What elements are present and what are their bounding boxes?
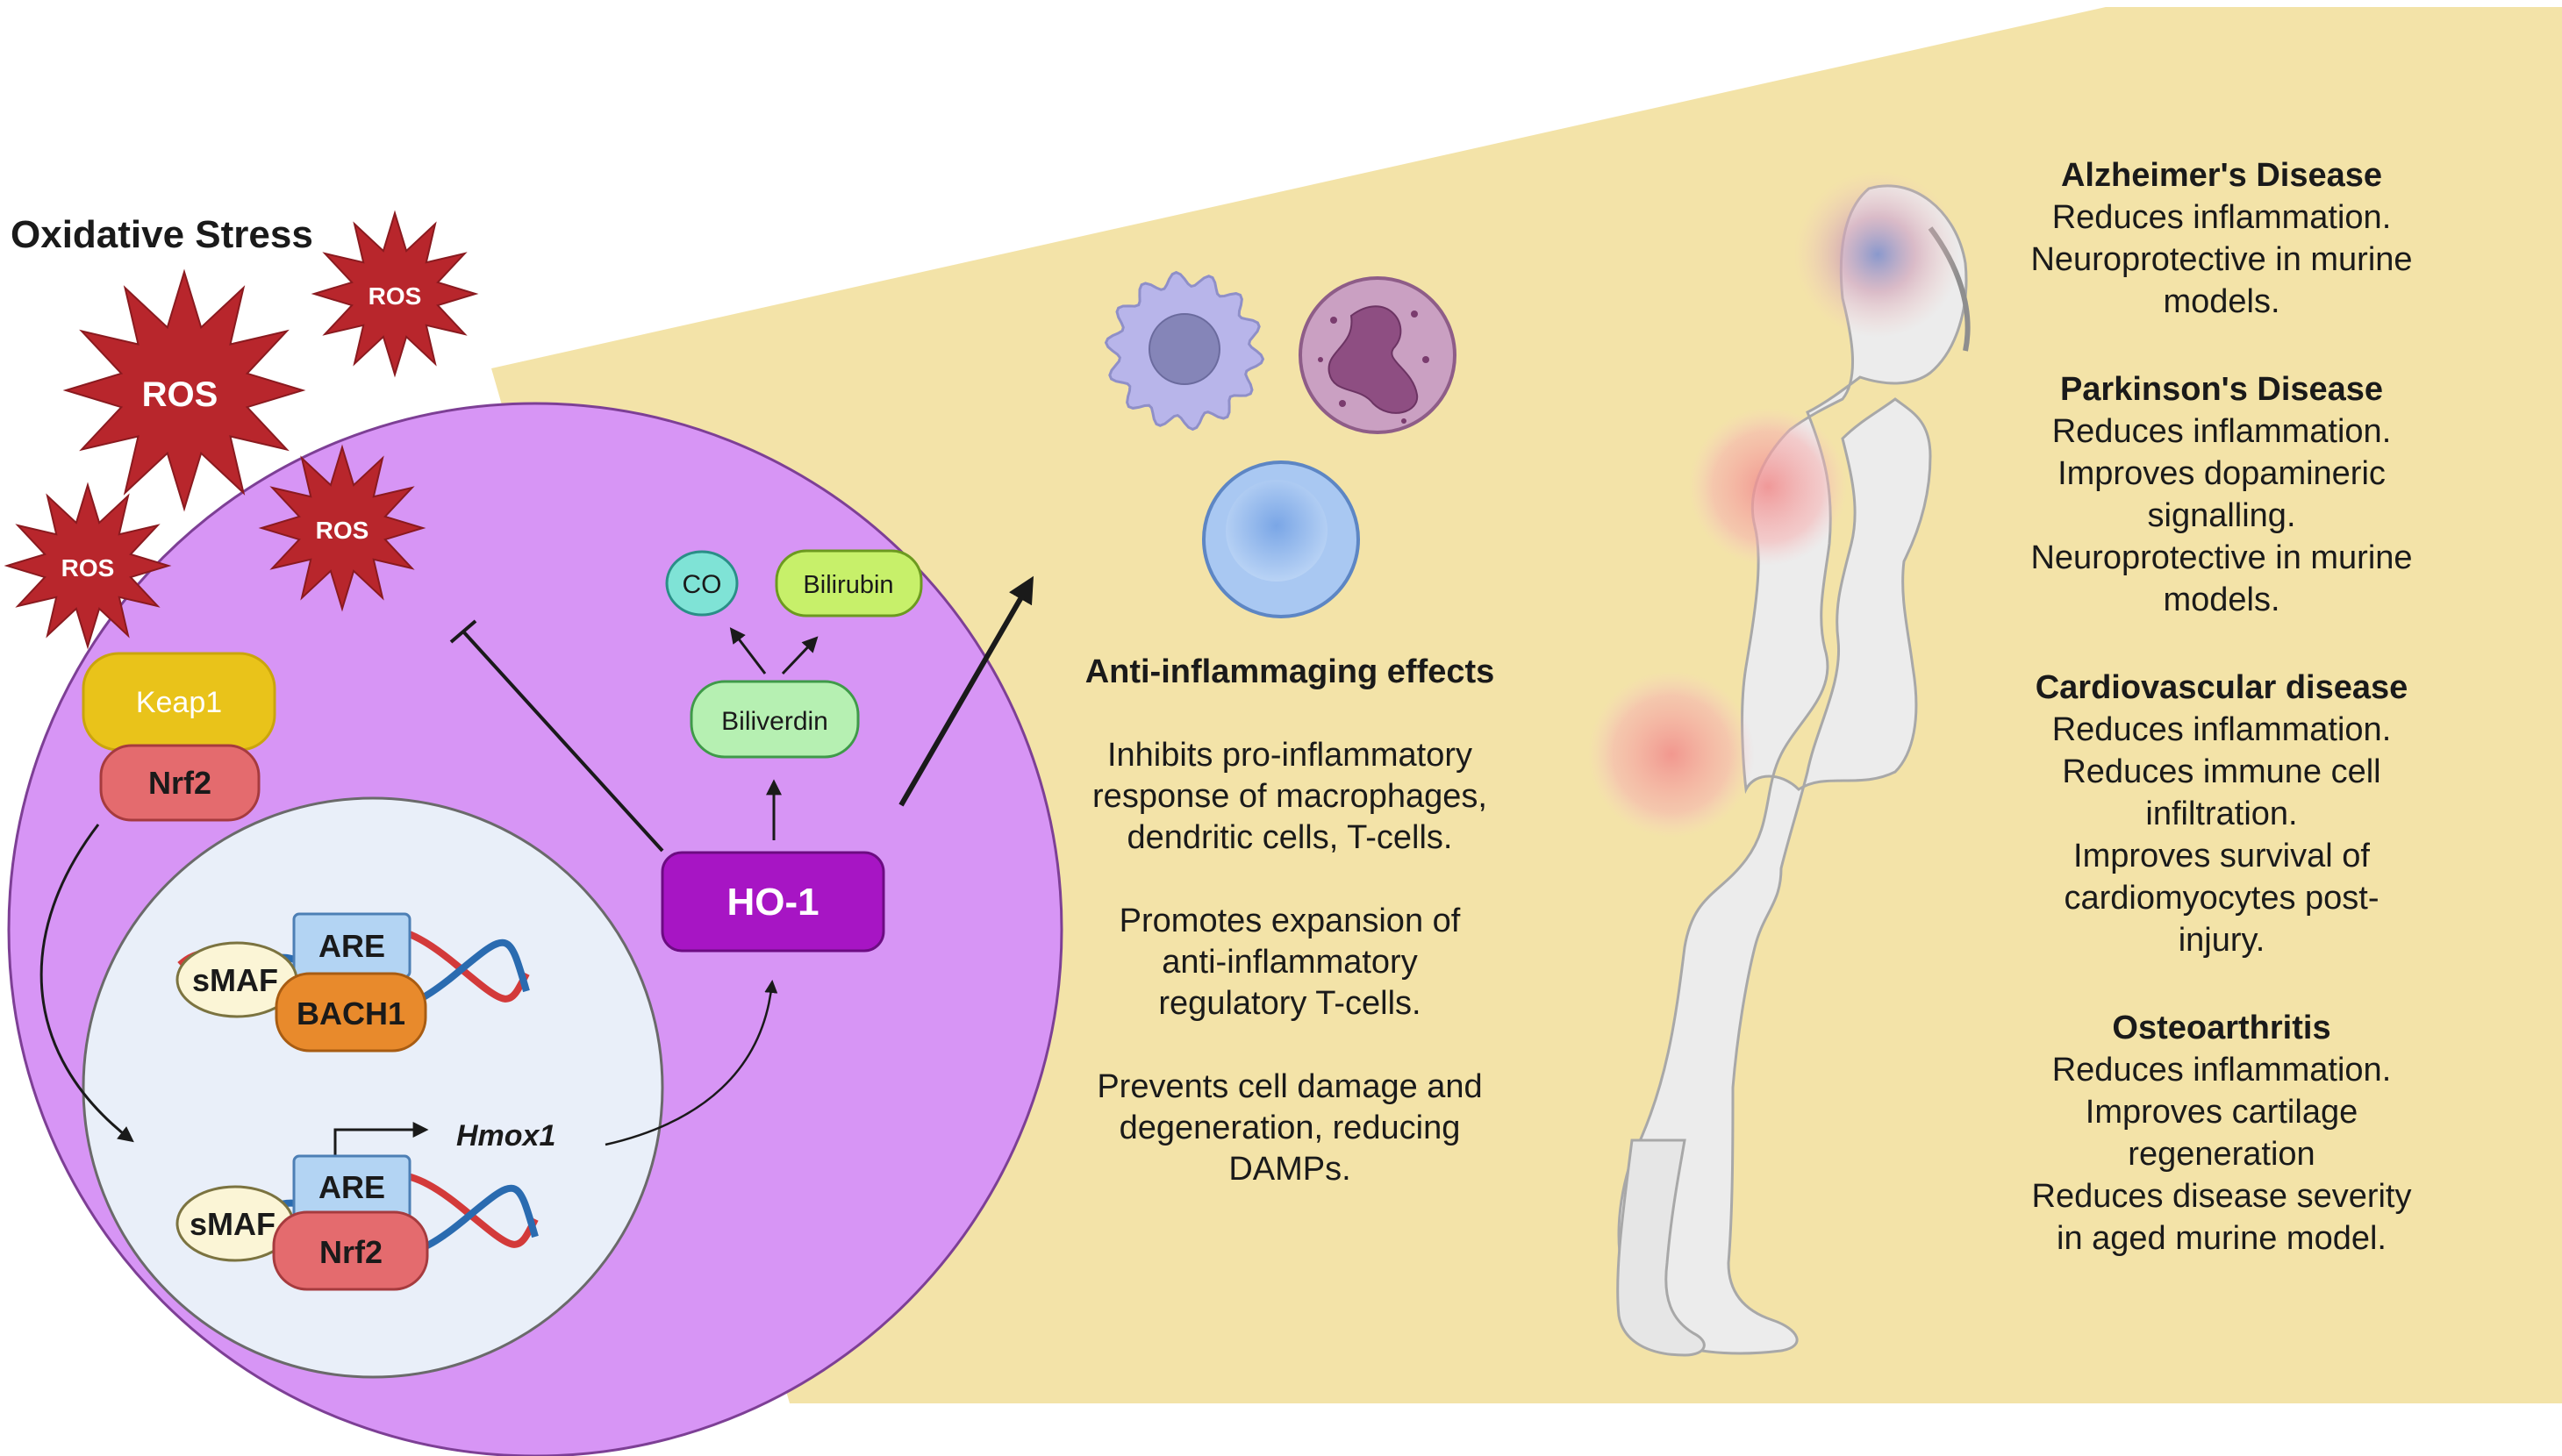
effects-paragraph-1: Inhibits pro-inflammatory response of ma… — [1092, 737, 1487, 856]
disease-parkinsons: Parkinson's Disease Reduces inflammation… — [2030, 371, 2412, 618]
hmox1-to-ho1-arrow — [605, 980, 778, 1146]
neutrophil-icon — [1299, 276, 1456, 434]
disease-line: models. — [2163, 283, 2279, 320]
disease-line: Improves survival of — [2073, 838, 2370, 874]
disease-line: Reduces inflammation. — [2052, 1052, 2392, 1088]
disease-line: Neuroprotective in murine — [2030, 539, 2412, 576]
disease-alzheimers: Alzheimer's Disease Reduces inflammation… — [2030, 157, 2412, 320]
nrf2-box — [99, 744, 261, 822]
disease-line: Reduces inflammation. — [2052, 199, 2392, 236]
smaf-label-bottom: sMAF — [190, 1206, 276, 1242]
ros-star-top-right: ROS — [311, 210, 479, 378]
biliverdin-label: Biliverdin — [721, 707, 828, 736]
effects-line: Inhibits pro-inflammatory — [1107, 737, 1472, 774]
ros-label: ROS — [142, 375, 218, 414]
effects-line: degeneration, reducing — [1120, 1110, 1461, 1146]
are-label-bottom: ARE — [318, 1169, 385, 1205]
ros-star-left: ROS — [4, 482, 172, 650]
co-bubble — [665, 550, 739, 617]
ros-label: ROS — [61, 554, 115, 582]
effects-line: DAMPs. — [1228, 1151, 1350, 1188]
disease-name: Parkinson's Disease — [2060, 371, 2383, 408]
are-label-top: ARE — [318, 928, 385, 964]
ros-star-middle: ROS — [258, 444, 426, 612]
ho1-effects-arrow — [898, 575, 1034, 807]
ros-label: ROS — [369, 282, 422, 310]
effects-line: response of macrophages, — [1092, 778, 1487, 815]
disease-name: Cardiovascular disease — [2036, 669, 2408, 706]
disease-line: cardiomyocytes post- — [2064, 880, 2379, 917]
biliverdin-box — [690, 680, 860, 759]
disease-line: models. — [2163, 582, 2279, 618]
nrf2-nuclear-box — [272, 1210, 429, 1291]
disease-line: in aged murine model. — [2057, 1220, 2387, 1257]
bilirubin-box — [775, 549, 923, 617]
effects-line: Promotes expansion of — [1120, 903, 1461, 939]
disease-osteoarthritis: Osteoarthritis Reduces inflammation. Imp… — [2032, 1010, 2412, 1257]
nrf2-translocation-arrow — [39, 824, 134, 1143]
disease-line: Neuroprotective in murine — [2030, 241, 2412, 278]
co-label: CO — [683, 570, 722, 599]
effects-paragraph-3: Prevents cell damage and degeneration, r… — [1097, 1068, 1482, 1188]
nrf2-label: Nrf2 — [148, 765, 211, 801]
disease-name: Osteoarthritis — [2112, 1010, 2330, 1046]
nrf2-nuclear-label: Nrf2 — [319, 1234, 383, 1270]
ho1-inhibits-ros-line — [462, 630, 664, 853]
inhibition-bar — [449, 619, 477, 644]
keap1-label: Keap1 — [136, 686, 222, 719]
effects-line: anti-inflammatory — [1162, 944, 1417, 981]
hmox1-gene-label: Hmox1 — [456, 1119, 555, 1153]
transcription-start-arrow — [333, 1122, 429, 1156]
disease-cardiovascular: Cardiovascular disease Reduces inflammat… — [2036, 669, 2408, 959]
effects-line: regulatory T-cells. — [1158, 985, 1421, 1022]
disease-line: Reduces disease severity — [2032, 1178, 2412, 1215]
bach1-box — [275, 972, 427, 1053]
disease-line: Reduces immune cell — [2062, 753, 2380, 790]
macrophage-icon — [1104, 270, 1265, 432]
disease-line: injury. — [2179, 922, 2265, 959]
elderly-human-figure — [1588, 171, 1971, 1357]
disease-line: signalling. — [2148, 497, 2296, 534]
disease-line: Reduces inflammation. — [2052, 711, 2392, 748]
disease-name: Alzheimer's Disease — [2061, 157, 2382, 194]
effects-line: Prevents cell damage and — [1097, 1068, 1482, 1105]
disease-line: regeneration — [2128, 1136, 2315, 1173]
biliverdin-to-bilirubin-arrow — [781, 636, 819, 675]
effects-line: dendritic cells, T-cells. — [1127, 819, 1453, 856]
ros-star-large: ROS — [62, 268, 306, 512]
disease-line: infiltration. — [2145, 796, 2297, 832]
effects-paragraph-2: Promotes expansion of anti-inflammatory … — [1120, 903, 1461, 1022]
disease-line: Improves cartilage — [2086, 1094, 2358, 1131]
oxidative-stress-title: Oxidative Stress — [11, 213, 313, 256]
smaf-label-top: sMAF — [192, 962, 278, 998]
disease-line: Reduces inflammation. — [2052, 413, 2392, 450]
t-cell-icon — [1202, 460, 1360, 618]
effects-heading: Anti-inflammaging effects — [1085, 653, 1495, 690]
ros-label: ROS — [316, 517, 369, 544]
ho1-box — [661, 851, 885, 953]
bilirubin-label: Bilirubin — [803, 571, 893, 599]
ho1-label: HO-1 — [726, 881, 819, 924]
bach1-label: BACH1 — [297, 996, 405, 1031]
disease-line: Improves dopamineric — [2057, 455, 2386, 492]
biliverdin-to-co-arrow — [729, 627, 767, 674]
